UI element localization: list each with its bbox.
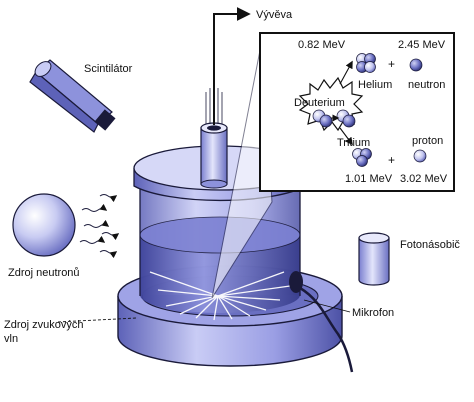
tube-hatching — [205, 88, 223, 124]
tritium-energy-label: 1.01 MeV — [345, 173, 393, 185]
neutron-energy-label: 2.45 MeV — [398, 39, 446, 51]
neutron-label: neutron — [408, 79, 445, 91]
plus-sign-bottom: + — [388, 153, 395, 167]
neutron-source — [12, 193, 76, 257]
neutron-source-label: Zdroj neutronů — [8, 267, 80, 279]
photomultiplier — [358, 232, 390, 286]
proton-energy-label: 3.02 MeV — [400, 173, 448, 185]
scintillator-label: Scintilátor — [84, 63, 133, 75]
vacuum-pipe — [213, 7, 251, 125]
deuterium-label: Deuterium — [294, 97, 345, 109]
plus-sign-top: + — [388, 57, 395, 71]
sound-source-label-line2: vln — [4, 333, 18, 345]
reaction-inset: 0.82 MeV 2.45 MeV Helium neutron + Deute… — [259, 32, 455, 192]
sound-source-leader — [57, 317, 137, 323]
tritium-label: Tritium — [337, 137, 370, 149]
microphone-leader — [303, 299, 351, 313]
helium-energy-label: 0.82 MeV — [298, 39, 346, 51]
microphone-label: Mikrofon — [352, 307, 394, 319]
helium-label: Helium — [358, 79, 392, 91]
sound-wave-lines — [149, 271, 291, 321]
vacuum-pump-label: Vývěva — [256, 9, 293, 21]
microphone — [289, 271, 354, 373]
scintillator — [29, 59, 116, 133]
proton-label: proton — [412, 135, 443, 147]
neutron-radiation — [79, 194, 120, 259]
vacuum-tube — [200, 122, 228, 189]
sound-source-label-line1: Zdroj zvukových — [4, 319, 83, 331]
photomultiplier-label: Fotonásobič — [400, 239, 460, 251]
glass-vessel — [139, 185, 301, 321]
